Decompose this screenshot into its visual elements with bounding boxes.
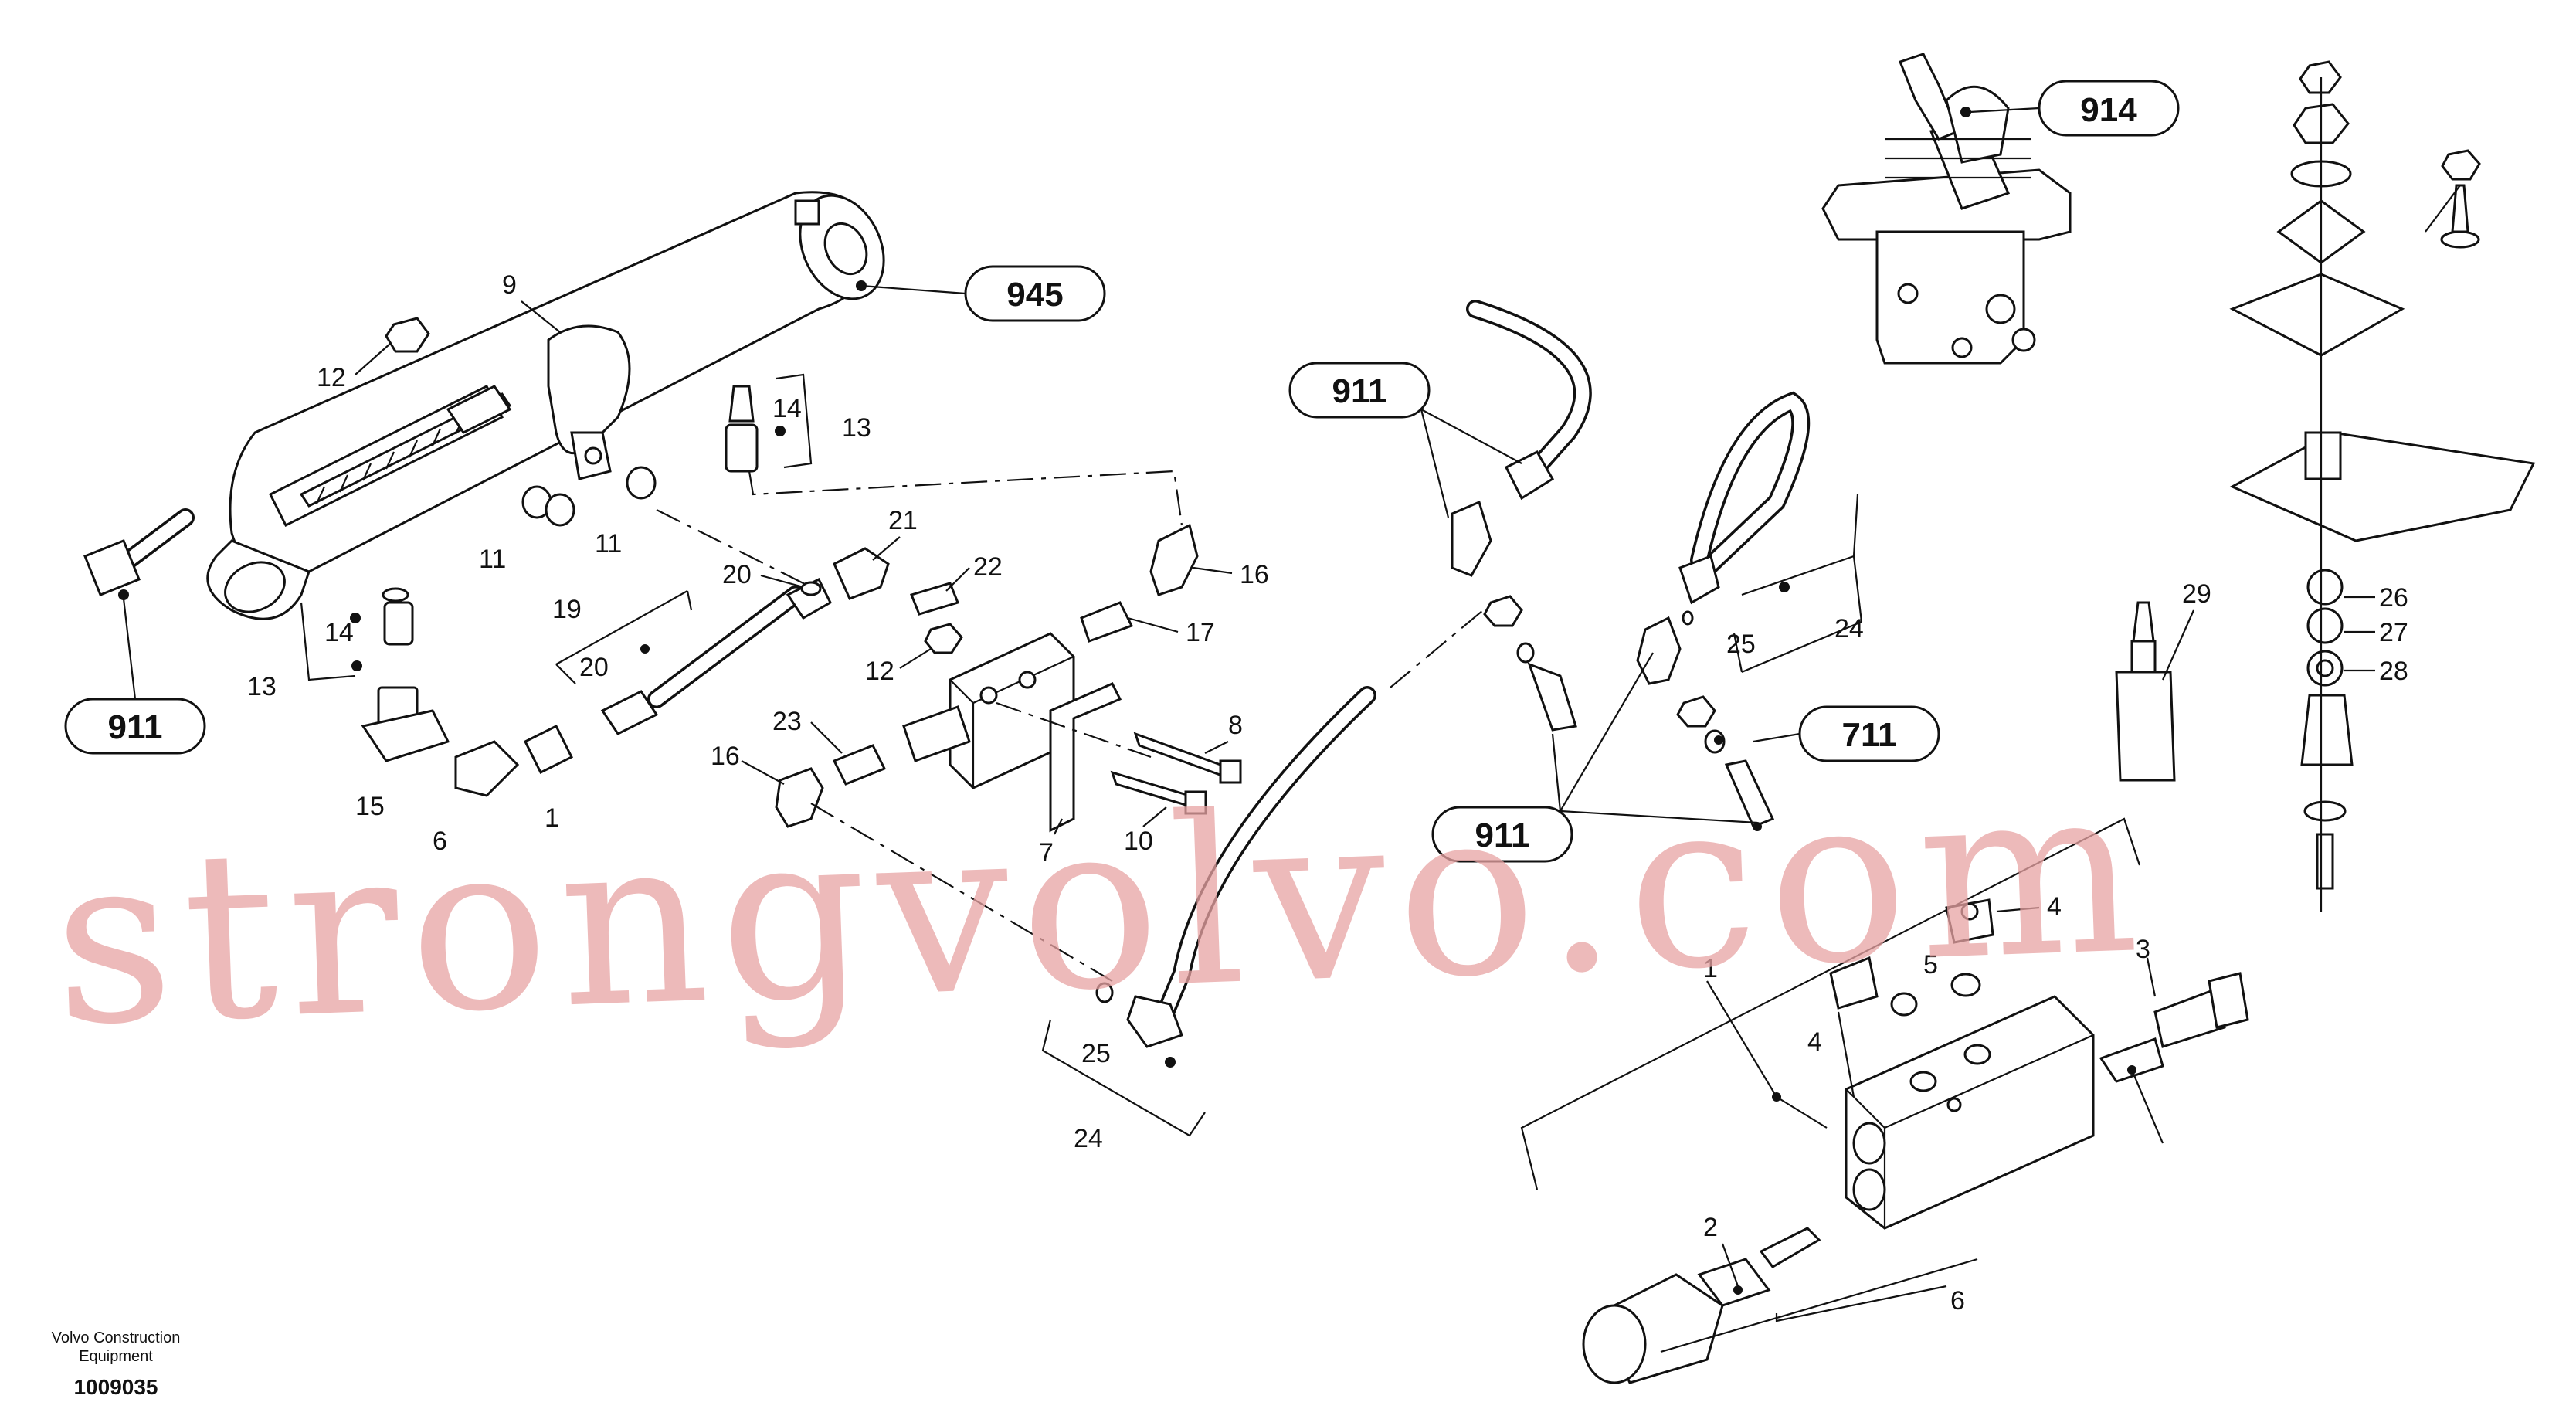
part-label-5: 5 (1923, 950, 1938, 980)
part-label-2: 2 (1703, 1213, 1718, 1242)
part-label-22: 22 (973, 552, 1003, 582)
callout-914[interactable]: 914 (2038, 80, 2180, 137)
part-label-28: 28 (2379, 657, 2408, 686)
part-label-9: 9 (502, 270, 517, 300)
valve-block-assembly (1520, 817, 2249, 1384)
watermark: strongvolvo.com (49, 735, 2153, 1077)
part-label-15: 15 (355, 792, 385, 821)
part-label-11-left: 11 (479, 545, 506, 574)
exploded-stack (2115, 60, 2536, 912)
callout-945[interactable]: 945 (964, 265, 1106, 322)
part-label-19: 19 (552, 595, 582, 624)
part-label-4-top: 4 (2047, 892, 2062, 922)
callout-911-center[interactable]: 911 (1288, 362, 1431, 419)
callout-711[interactable]: 711 (1798, 705, 1940, 762)
callout-911-center-text: 911 (1332, 372, 1387, 410)
part-label-23: 23 (772, 707, 802, 736)
part-label-13-left: 13 (247, 672, 277, 701)
part-label-29: 29 (2182, 579, 2211, 609)
joystick-914 (1821, 53, 2072, 365)
part-label-24-center: 24 (1834, 614, 1864, 643)
part-label-16-left: 16 (711, 742, 740, 771)
part-label-21: 21 (888, 506, 918, 535)
company-line1: Volvo Construction (52, 1329, 181, 1346)
part-label-25-lower: 25 (1081, 1039, 1111, 1068)
part-label-14-top: 14 (772, 394, 802, 423)
part-label-24-lower: 24 (1074, 1124, 1103, 1153)
part-label-1-left: 1 (545, 803, 559, 833)
part-label-26: 26 (2379, 583, 2408, 613)
part-label-25-center: 25 (1726, 630, 1756, 659)
part-label-17: 17 (1186, 618, 1215, 647)
part-label-27: 27 (2379, 618, 2408, 647)
part-label-16-right: 16 (1240, 560, 1269, 589)
part-label-14-left: 14 (324, 618, 354, 647)
part-label-20-mid: 20 (579, 653, 609, 682)
part-label-6-left: 6 (433, 827, 447, 856)
part-label-20-top: 20 (722, 560, 752, 589)
part-label-7: 7 (1039, 838, 1054, 867)
part-label-8: 8 (1228, 711, 1243, 740)
part-labels: 9 12 14 13 11 11 16 21 20 22 17 19 12 14… (247, 270, 2408, 1316)
callout-911-lower-text: 911 (1475, 817, 1530, 854)
callout-911-lower[interactable]: 911 (1431, 806, 1573, 863)
callout-914-text: 914 (2080, 91, 2137, 129)
footer: Volvo Construction Equipment 1009035 (52, 1329, 181, 1399)
drawing-number: 1009035 (73, 1375, 158, 1399)
part-label-1-right: 1 (1703, 954, 1718, 983)
part-label-11-right: 11 (595, 529, 622, 559)
part-label-3: 3 (2136, 935, 2150, 964)
callout-711-text: 711 (1842, 716, 1897, 754)
hydraulic-cylinder-945 (83, 191, 1484, 1137)
callout-911-left-text: 911 (108, 708, 163, 746)
part-label-12-top: 12 (317, 363, 346, 392)
part-label-12-mid: 12 (865, 657, 894, 686)
callout-945-text: 945 (1006, 276, 1063, 314)
hose-group-911 (1420, 300, 1863, 831)
part-label-10: 10 (1124, 827, 1153, 856)
part-label-6-right: 6 (1950, 1286, 1965, 1316)
company-line2: Equipment (79, 1348, 153, 1365)
callout-911-left[interactable]: 911 (64, 698, 206, 755)
part-label-4-mid: 4 (1807, 1027, 1822, 1057)
part-label-13-top: 13 (842, 413, 871, 443)
